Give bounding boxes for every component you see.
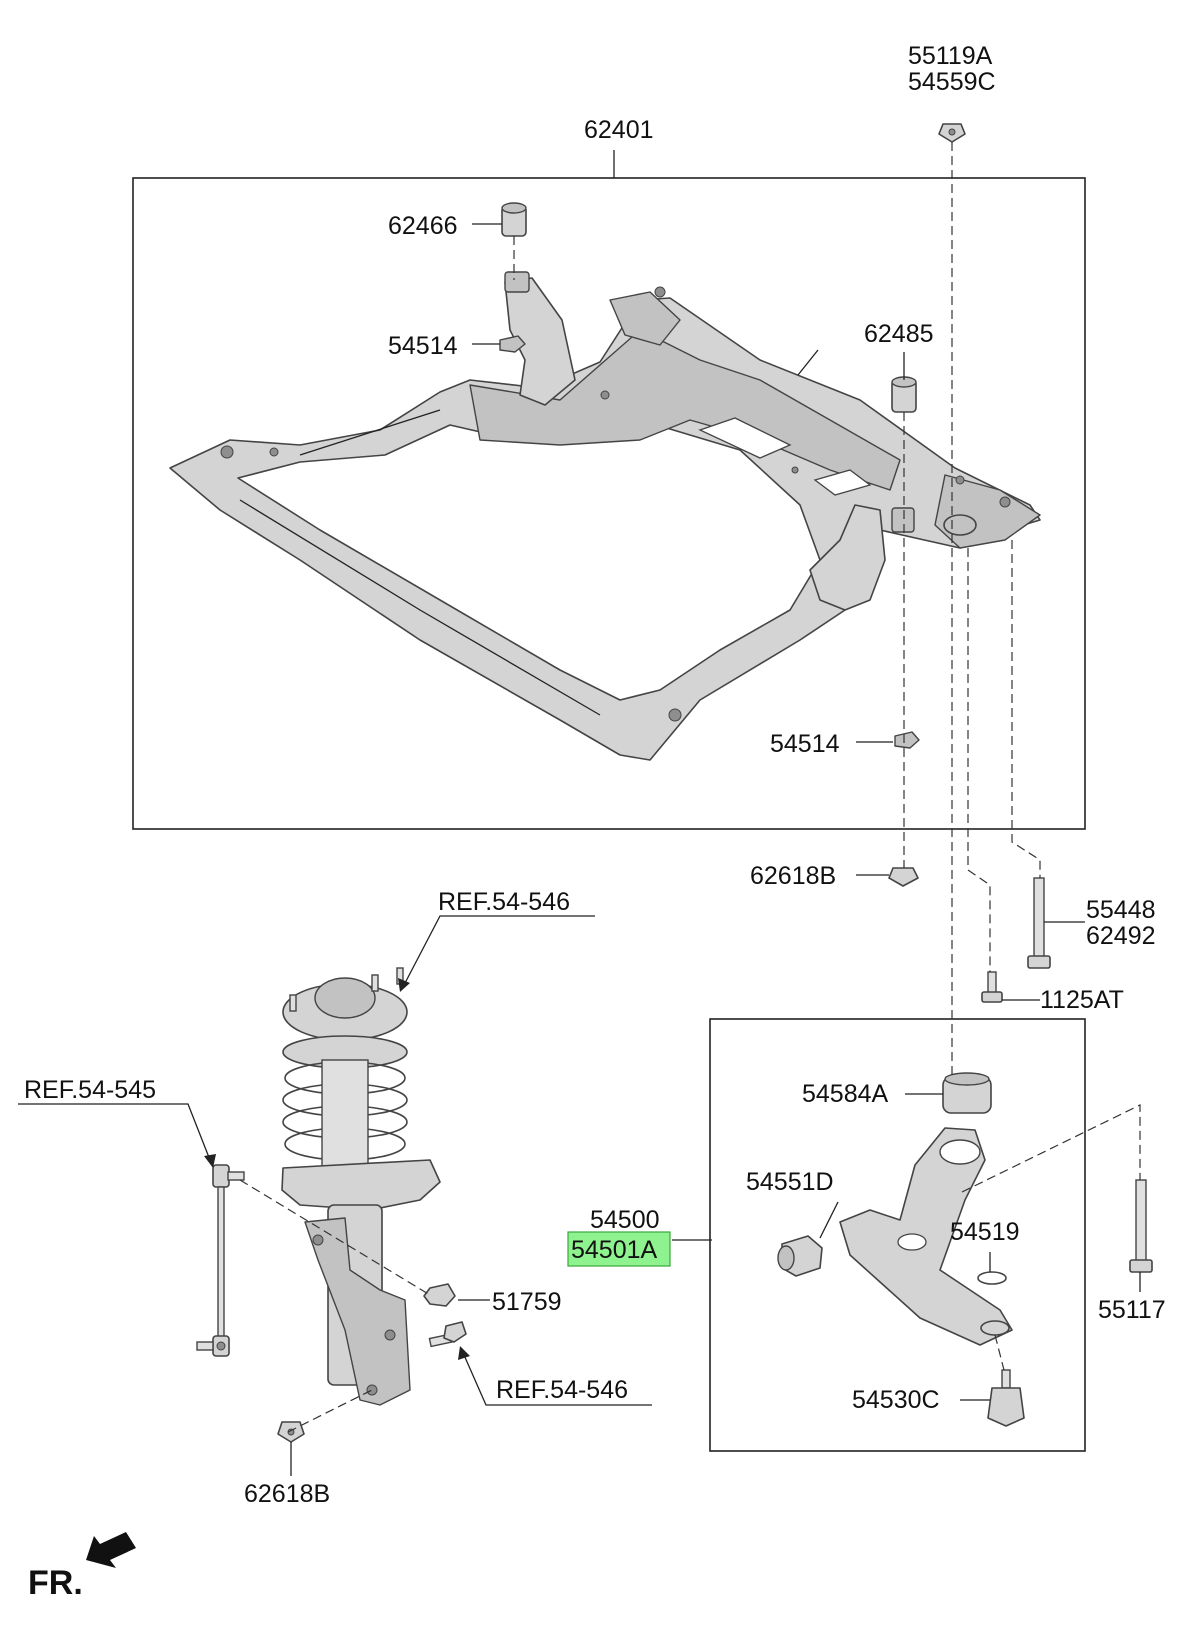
lower-control-arm bbox=[839, 1127, 1013, 1346]
bushing-54551D bbox=[777, 1235, 823, 1277]
label-51759[interactable]: 51759 bbox=[492, 1288, 562, 1316]
label-55448[interactable]: 55448 bbox=[1086, 896, 1156, 924]
nut-62618B-bottom bbox=[277, 1421, 305, 1443]
bolt-55448 bbox=[1027, 877, 1051, 969]
front-indicator: FR. bbox=[28, 1532, 136, 1602]
stabilizer-link bbox=[196, 1164, 245, 1357]
leader-lines bbox=[18, 150, 1141, 1476]
label-ref-strut[interactable]: REF.54-546 bbox=[438, 888, 570, 916]
strut-assembly bbox=[281, 967, 441, 1406]
bolt-55117 bbox=[1129, 1179, 1153, 1273]
lower-arm-group-frame bbox=[709, 1018, 1086, 1452]
subframe-group-frame bbox=[132, 177, 1086, 830]
washer-54514-bottom bbox=[894, 731, 920, 749]
highlight-box-54501A bbox=[567, 1231, 671, 1267]
front-label: FR. bbox=[28, 1564, 83, 1602]
label-ref-link[interactable]: REF.54-545 bbox=[24, 1076, 156, 1104]
label-54501A[interactable]: 54501A bbox=[571, 1236, 658, 1264]
washer-54514-top bbox=[499, 335, 526, 353]
label-54514-top[interactable]: 54514 bbox=[388, 332, 458, 360]
bolt-strut-knuckle bbox=[428, 1321, 467, 1348]
bolt-1125AT bbox=[981, 971, 1003, 1003]
label-54514-bottom[interactable]: 54514 bbox=[770, 730, 840, 758]
label-54584A[interactable]: 54584A bbox=[802, 1080, 889, 1108]
bushing-54584A bbox=[942, 1072, 992, 1114]
part-labels: 55119A 54559C 62401 62466 54514 62485 54… bbox=[24, 42, 1166, 1508]
label-55117[interactable]: 55117 bbox=[1098, 1296, 1166, 1324]
label-62618B-top[interactable]: 62618B bbox=[750, 862, 836, 890]
label-62618B-bottom[interactable]: 62618B bbox=[244, 1480, 330, 1508]
label-62466[interactable]: 62466 bbox=[388, 212, 458, 240]
assembly-dashed-lines bbox=[239, 142, 1141, 1433]
subframe-crossmember bbox=[169, 271, 1041, 761]
label-54559C[interactable]: 54559C bbox=[908, 68, 996, 96]
label-1125AT[interactable]: 1125AT bbox=[1040, 986, 1124, 1014]
front-direction-arrow-icon bbox=[86, 1532, 136, 1568]
label-54551D[interactable]: 54551D bbox=[746, 1168, 834, 1196]
ball-joint-54530C bbox=[987, 1369, 1025, 1427]
bushing-62466 bbox=[501, 202, 527, 237]
label-62492[interactable]: 62492 bbox=[1086, 922, 1156, 950]
label-ref-bolt[interactable]: REF.54-546 bbox=[496, 1376, 628, 1404]
nut-62618B-top bbox=[888, 867, 919, 887]
label-62485[interactable]: 62485 bbox=[864, 320, 934, 348]
collar-subframe-right bbox=[891, 507, 915, 533]
nut-51759 bbox=[423, 1283, 456, 1307]
ring-54519 bbox=[977, 1271, 1007, 1285]
label-54500[interactable]: 54500 bbox=[590, 1206, 660, 1234]
label-55119A[interactable]: 55119A bbox=[908, 42, 993, 70]
label-62401[interactable]: 62401 bbox=[584, 116, 654, 144]
nut-55119A bbox=[938, 123, 966, 143]
label-54530C[interactable]: 54530C bbox=[852, 1386, 940, 1414]
label-54519[interactable]: 54519 bbox=[950, 1218, 1020, 1246]
bushing-62485 bbox=[891, 376, 917, 413]
